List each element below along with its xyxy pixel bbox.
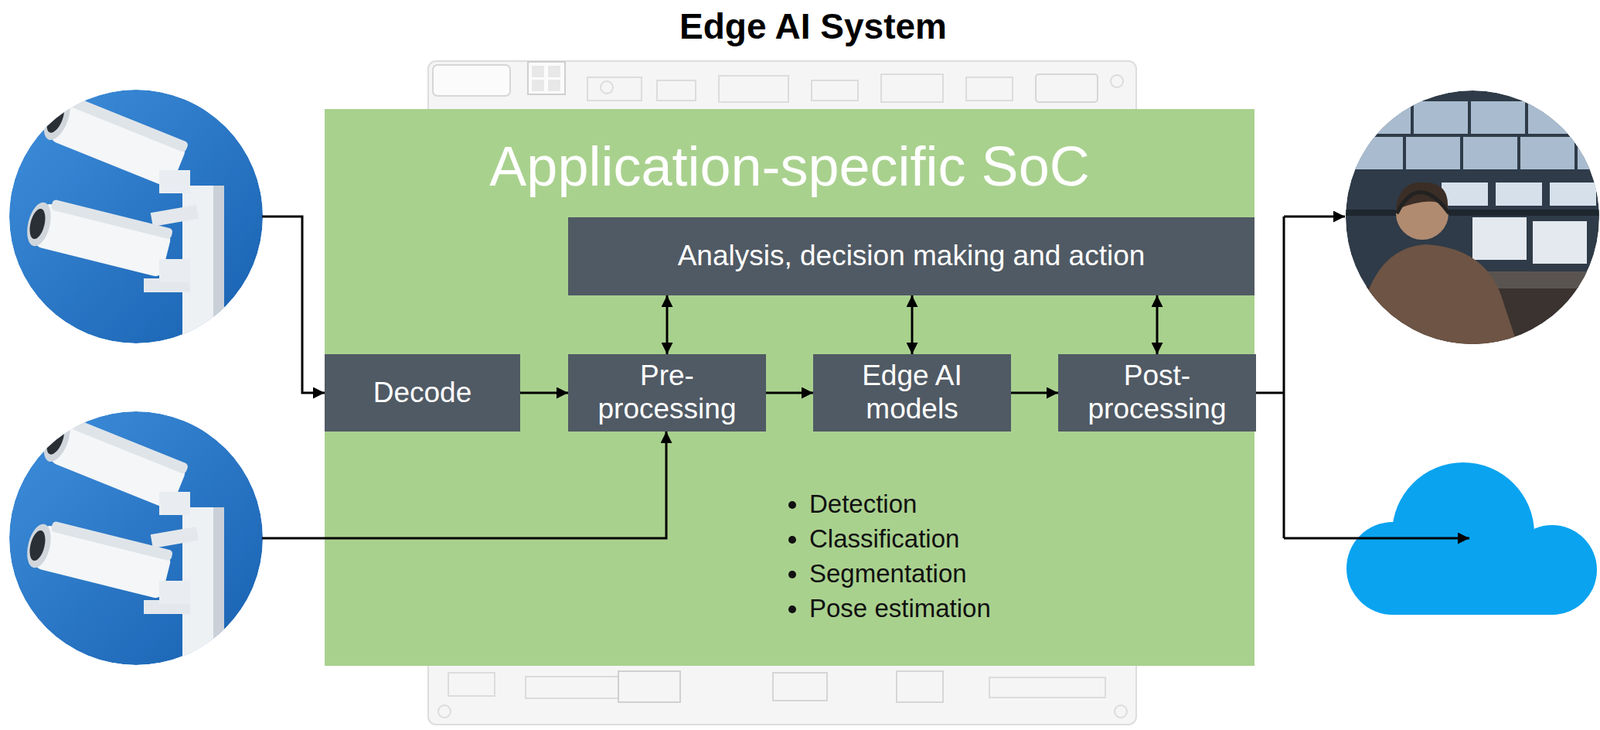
- diagram-title: Edge AI System: [679, 4, 947, 48]
- connector-arrow: [1156, 295, 1159, 355]
- model-task-item: Segmentation: [809, 555, 991, 591]
- wire: [1283, 215, 1345, 218]
- circuit-board: [432, 64, 511, 96]
- control-room-photo: [1528, 101, 1583, 134]
- circuit-board: [587, 77, 642, 101]
- control-room-photo: [1441, 182, 1597, 206]
- control-room-photo: [1441, 182, 1488, 206]
- box-label: Decode: [373, 376, 473, 410]
- circuit-board: [438, 704, 451, 718]
- control-room-photo: [1356, 244, 1519, 349]
- circuit-board: [966, 77, 1013, 101]
- connector-arrow: [765, 391, 814, 395]
- model-task-item: Detection: [809, 486, 991, 521]
- circuit-board: [448, 672, 495, 696]
- circuit-board: [531, 65, 545, 78]
- process-box: Post-processing: [1058, 354, 1257, 432]
- circuit-board: [811, 80, 858, 101]
- cloud-icon: [1507, 524, 1597, 615]
- control-room-photo: [1405, 136, 1461, 170]
- cloud-icon: [1346, 521, 1440, 615]
- process-box: Analysis, decision making and action: [568, 217, 1255, 296]
- control-room-photo: [1341, 90, 1600, 349]
- circuit-board: [1114, 704, 1127, 718]
- control-room-photo: [1470, 101, 1526, 134]
- control-room-photo: [1395, 187, 1449, 240]
- box-label: Analysis, decision making and action: [677, 239, 1146, 273]
- cloud-icon: [1392, 462, 1535, 605]
- circuit-board: [600, 81, 613, 94]
- connector-arrow: [666, 295, 669, 355]
- control-room-photo: [1395, 182, 1448, 210]
- box-label: Post-processing: [1065, 359, 1249, 426]
- model-task-item: Classification: [809, 520, 991, 556]
- control-room-photo: [1520, 136, 1575, 170]
- control-room-photo: [1577, 136, 1600, 170]
- control-room-photo: [1532, 221, 1587, 264]
- process-box: Edge AI models: [813, 354, 1012, 432]
- box-label: Edge AI models: [820, 359, 1004, 426]
- security-camera-top: [9, 89, 263, 356]
- control-room-photo: [1549, 182, 1597, 206]
- box-label: Pre-processing: [575, 359, 759, 426]
- model-task-item: Pose estimation: [809, 590, 991, 626]
- circuit-board: [881, 74, 943, 103]
- control-room-photo: [1356, 101, 1411, 134]
- control-room-photo: [1348, 101, 1600, 170]
- control-room-photo: [1495, 182, 1543, 206]
- circuit-board: [527, 61, 566, 95]
- circuit-board: [525, 676, 619, 698]
- circuit-board: [618, 670, 681, 702]
- wire: [262, 216, 325, 393]
- control-room-photo: [1472, 217, 1527, 260]
- control-room-photo: [1463, 136, 1518, 170]
- circuit-board: [548, 79, 561, 92]
- circuit-board: [772, 672, 828, 701]
- panel-title: Application-specific SoC: [324, 132, 1255, 200]
- wire: [262, 216, 1470, 538]
- connector-arrow: [911, 295, 914, 355]
- control-room-photo: [1341, 209, 1600, 216]
- circuit-board: [548, 65, 561, 78]
- model-task-list: DetectionClassificationSegmentationPose …: [765, 486, 991, 626]
- wire: [1283, 537, 1470, 540]
- soc-panel: Application-specific SoC Analysis, decisi…: [324, 108, 1255, 666]
- title-text: Edge AI System: [679, 6, 947, 47]
- control-room-photo: [1345, 90, 1600, 344]
- wire: [1283, 216, 1286, 538]
- control-room-photo: [1396, 192, 1450, 215]
- control-room-photo: [1348, 136, 1403, 170]
- security-camera-bottom: [9, 411, 263, 678]
- control-room-photo: [1472, 217, 1587, 264]
- process-box: Decode: [324, 354, 521, 432]
- security-camera-bottom: [9, 411, 263, 678]
- circuit-board: [657, 80, 696, 101]
- security-camera-top: [9, 89, 263, 356]
- circuit-board: [989, 677, 1106, 698]
- circuit-board: [896, 670, 943, 702]
- circuit-board: [1110, 74, 1124, 88]
- connector-arrow: [1011, 391, 1059, 395]
- circuit-board: [531, 79, 545, 92]
- cloud-icon: [1346, 462, 1597, 615]
- control-room-photo: [1341, 90, 1600, 349]
- circuit-board: [718, 75, 789, 103]
- wire: [262, 431, 667, 538]
- control-room-photo: [1464, 271, 1600, 289]
- control-room-photo: [1413, 101, 1468, 134]
- process-box: Pre-processing: [568, 354, 766, 432]
- connector-arrow: [520, 391, 569, 395]
- circuit-board: [1035, 74, 1098, 103]
- wire: [1254, 391, 1284, 395]
- cloud-icon: [1392, 541, 1553, 615]
- control-room-photo: [1341, 286, 1600, 349]
